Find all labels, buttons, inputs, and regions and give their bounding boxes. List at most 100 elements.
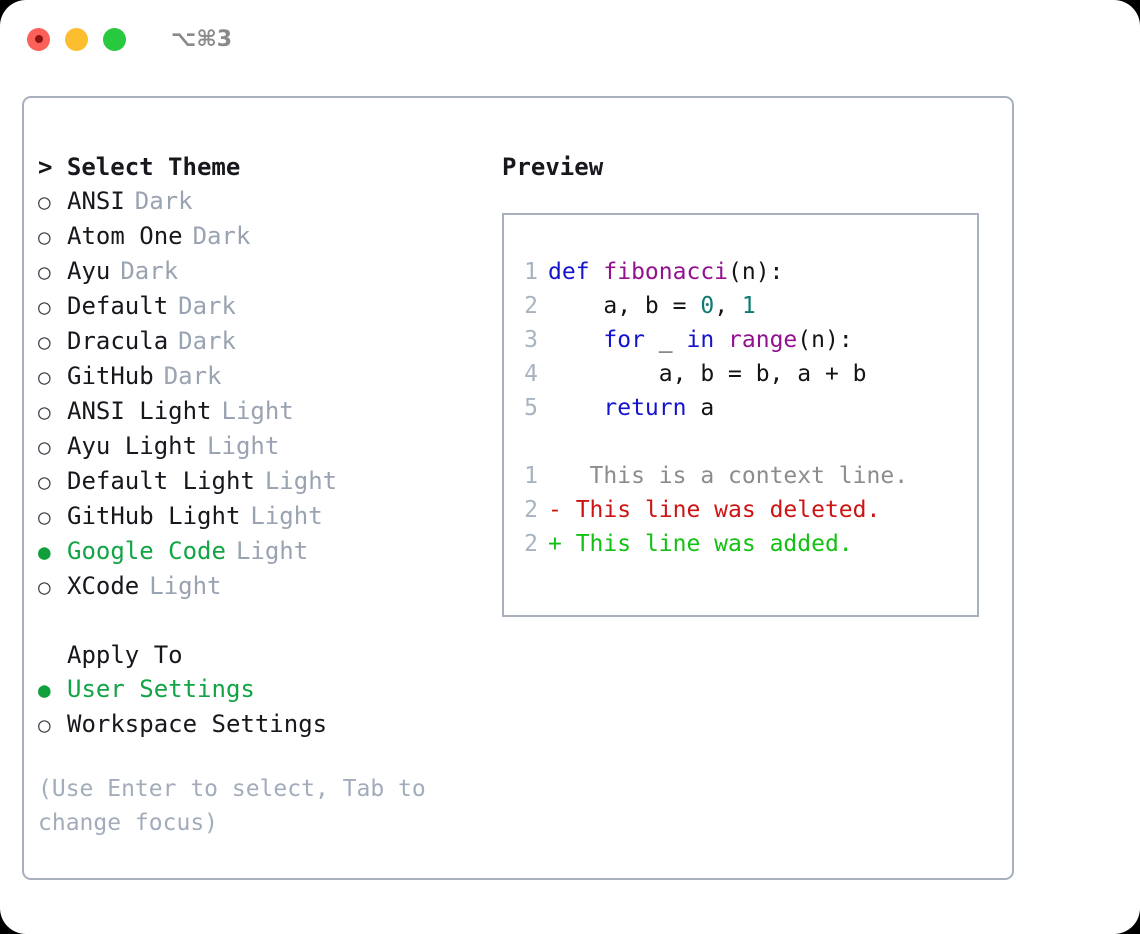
radio-unselected-icon: ○: [38, 575, 51, 599]
code-line: 1 def fibonacci(n):: [504, 255, 977, 289]
theme-variant-tag: Dark: [178, 327, 236, 355]
theme-variant-tag: Dark: [163, 362, 222, 390]
line-number: 2: [524, 293, 538, 319]
radio-selected-icon: ●: [38, 678, 51, 702]
code-line: 3 for _ in range(n):: [504, 323, 977, 357]
theme-option-github-light[interactable]: ○ GitHub Light Light: [38, 499, 498, 534]
preview-heading: Preview: [502, 153, 604, 181]
theme-option-label: Dracula: [67, 327, 169, 355]
diff-sample: 1 This is a context line.2- This line wa…: [504, 459, 977, 561]
theme-option-label: XCode: [67, 572, 140, 600]
code-line-content: return a: [548, 391, 714, 425]
theme-variant-tag: Dark: [120, 257, 179, 285]
radio-unselected-icon: ○: [38, 505, 51, 529]
keyboard-hint-text: (Use Enter to select, Tab to change focu…: [38, 776, 426, 836]
apply-option-label: Workspace Settings: [67, 710, 328, 738]
theme-option-label: Google Code: [67, 537, 226, 565]
code-token-fn: fibonacci: [603, 259, 729, 285]
theme-option-label: Atom One: [67, 222, 183, 250]
line-number: 1: [524, 259, 538, 285]
code-token-kw: in: [686, 327, 715, 353]
diff-line-content: + This line was added.: [548, 527, 853, 561]
select-theme-heading: > Select Theme: [38, 153, 241, 181]
theme-variant-tag: Light: [264, 467, 338, 495]
theme-option-label: Default: [67, 292, 169, 320]
code-line: 2 a, b = 0, 1: [504, 289, 977, 323]
theme-option-label: ANSI Light: [67, 397, 212, 425]
code-line-content: for _ in range(n):: [548, 323, 852, 357]
theme-option-label: GitHub Light: [67, 502, 241, 530]
code-token-num: 0: [700, 293, 715, 319]
radio-unselected-icon: ○: [38, 295, 51, 319]
code-token-kw: def: [548, 259, 604, 285]
diff-line-text: This line was added.: [561, 531, 853, 557]
code-line-content: def fibonacci(n):: [548, 255, 783, 289]
code-token-txt: a, b =: [548, 293, 701, 319]
line-number: 4: [524, 361, 538, 387]
code-token-txt: (n):: [728, 259, 784, 285]
radio-unselected-icon: ○: [38, 260, 51, 284]
diff-marker-ctx: [548, 463, 562, 489]
radio-unselected-icon: ○: [38, 365, 51, 389]
apply-option-user-settings[interactable]: ● User Settings: [38, 672, 498, 707]
theme-option-ansi-light[interactable]: ○ ANSI Light Light: [38, 394, 498, 429]
theme-option-dracula[interactable]: ○ Dracula Dark: [38, 324, 498, 359]
theme-variant-tag: Dark: [192, 222, 251, 250]
theme-variant-tag: Light: [221, 397, 294, 425]
line-number: 1: [524, 463, 538, 489]
apply-to-heading: Apply To: [67, 641, 183, 669]
line-number: 2: [524, 497, 538, 523]
keyboard-shortcut-label: ⌥⌘3: [171, 26, 233, 52]
code-line-content: a, b = 0, 1: [548, 289, 756, 323]
apply-option-label: User Settings: [67, 675, 255, 703]
theme-variant-tag: Light: [250, 502, 323, 530]
close-button[interactable]: [27, 27, 50, 51]
theme-option-label: Ayu Light: [67, 432, 198, 460]
minimize-button[interactable]: [65, 27, 88, 51]
title-bar: ⌥⌘3: [0, 0, 1140, 78]
maximize-button[interactable]: [103, 27, 126, 51]
radio-unselected-icon: ○: [38, 713, 51, 737]
window-controls: [27, 27, 126, 51]
line-number: 2: [524, 531, 538, 557]
code-token-kw: return: [603, 395, 687, 421]
theme-option-label: Default Light: [67, 467, 255, 495]
code-line: 4 a, b = b, a + b: [504, 357, 977, 391]
diff-line: 2 - This line was deleted.: [504, 493, 977, 527]
radio-unselected-icon: ○: [38, 435, 51, 459]
code-token-txt: [548, 395, 603, 421]
theme-option-default[interactable]: ○ Default Dark: [38, 289, 498, 324]
list-spacer: [38, 604, 498, 638]
code-token-txt: a: [686, 395, 715, 421]
theme-variant-tag: Dark: [134, 187, 193, 215]
diff-marker-add: +: [548, 531, 562, 557]
code-token-txt: ,: [714, 293, 742, 319]
line-number: 3: [524, 327, 538, 353]
code-line-content: a, b = b, a + b: [548, 357, 867, 391]
diff-line-content: - This line was deleted.: [548, 493, 880, 527]
code-token-kw: for: [603, 327, 645, 353]
radio-unselected-icon: ○: [38, 400, 51, 424]
theme-variant-tag: Light: [149, 572, 222, 600]
theme-option-xcode[interactable]: ○ XCode Light: [38, 569, 498, 604]
radio-unselected-icon: ○: [38, 330, 51, 354]
code-token-num: 1: [741, 293, 756, 319]
apply-option-workspace-settings[interactable]: ○ Workspace Settings: [38, 707, 498, 742]
code-line: 5 return a: [504, 391, 977, 425]
diff-line: 2 + This line was added.: [504, 527, 977, 561]
theme-variant-tag: Dark: [178, 292, 236, 320]
line-number: 5: [524, 395, 538, 421]
apply-to-list: ● User Settings ○ Workspace Settings: [38, 672, 498, 742]
